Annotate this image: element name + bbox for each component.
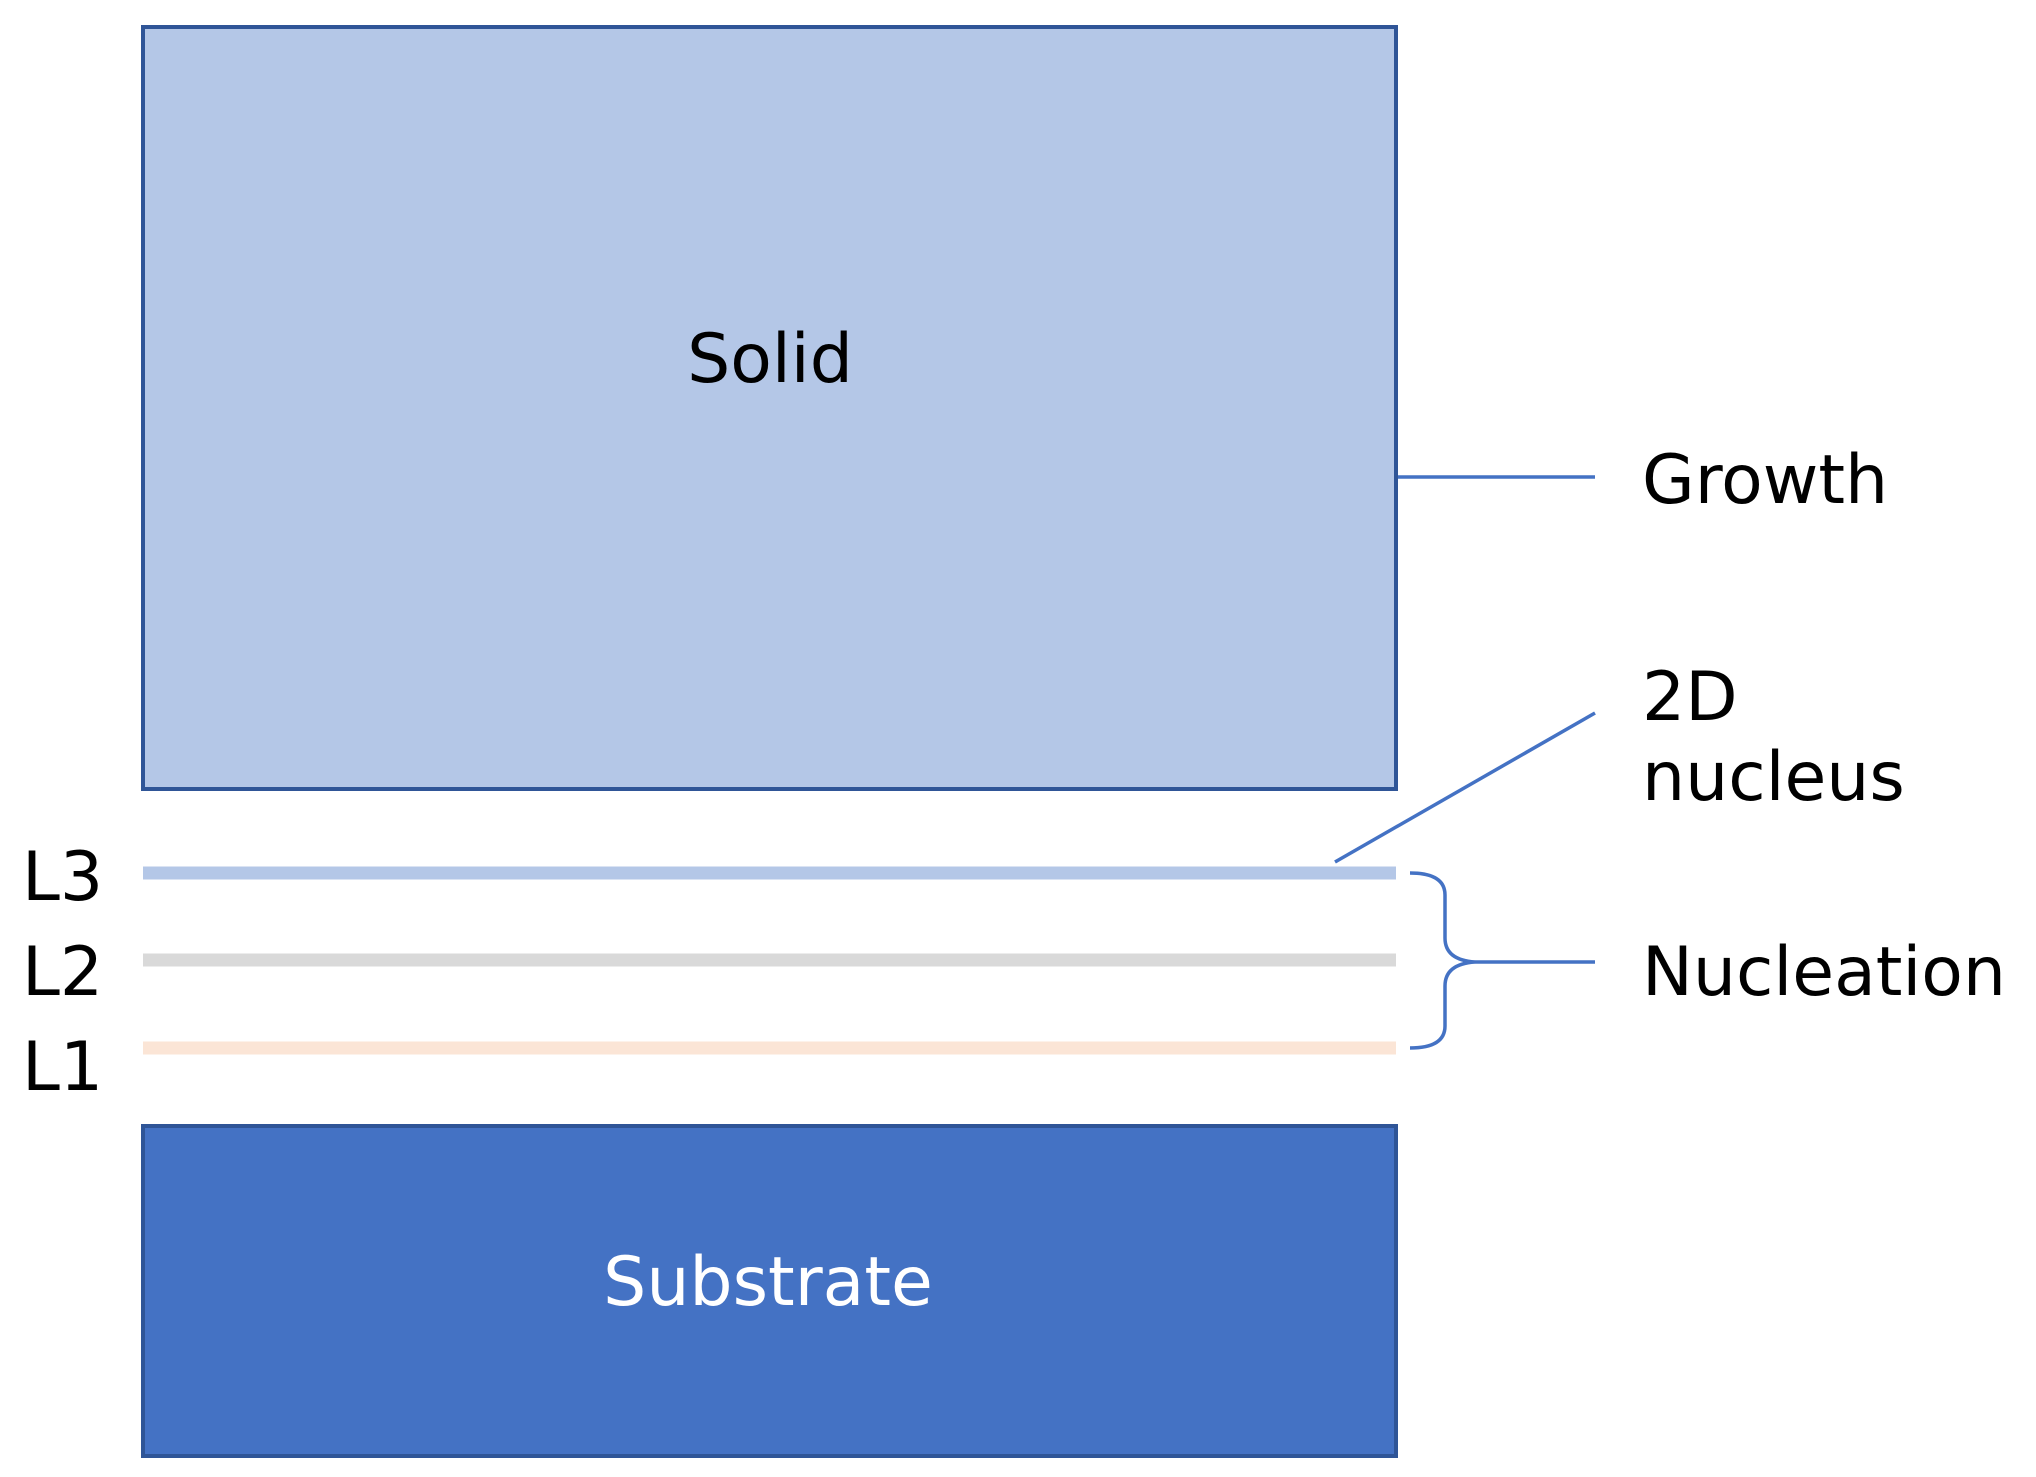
substrate-label: Substrate	[603, 1243, 933, 1322]
layer-label-l2: L2	[22, 933, 103, 1012]
solid-block	[141, 25, 1398, 791]
substrate-block	[141, 1124, 1398, 1458]
layer-label-l3: L3	[22, 838, 103, 917]
nucleation-brace	[1409, 871, 1476, 1050]
nucleus-label-line2: nucleus	[1642, 738, 1905, 817]
growth-label: Growth	[1642, 441, 1888, 520]
nucleation-label: Nucleation	[1642, 933, 2006, 1012]
layer-label-l1: L1	[22, 1028, 103, 1107]
solid-label: Solid	[687, 320, 853, 399]
nucleus-label-line1: 2D	[1642, 658, 1738, 737]
nucleus-connector	[1334, 711, 1596, 864]
